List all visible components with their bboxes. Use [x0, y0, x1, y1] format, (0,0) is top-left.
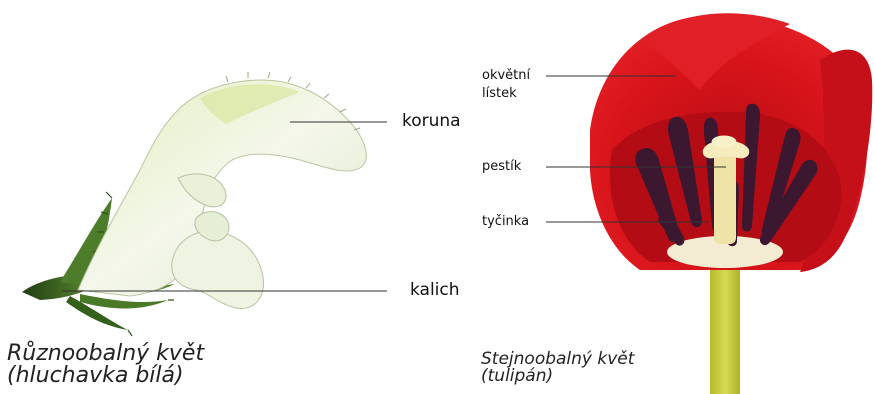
- caption-right-line2: (tulipán): [481, 368, 634, 385]
- tulip-flower: [590, 13, 872, 394]
- dead-nettle-flower: [22, 72, 366, 336]
- caption-right: Stejnoobalný květ (tulipán): [481, 351, 634, 385]
- label-tepal: okvětní lístek: [482, 67, 530, 103]
- caption-left: Různoobalný květ (hluchavka bílá): [7, 343, 204, 387]
- label-pistil: pestík: [482, 158, 521, 176]
- tulip-stem: [710, 262, 740, 394]
- label-calyx: kalich: [410, 280, 460, 300]
- corolla-drawing: [78, 72, 366, 309]
- label-tepal-line2: lístek: [482, 85, 530, 103]
- label-stamen: tyčinka: [482, 213, 529, 231]
- label-tepal-line1: okvětní: [482, 67, 530, 85]
- caption-left-line2: (hluchavka bílá): [7, 365, 204, 387]
- caption-left-line1: Různoobalný květ: [7, 343, 204, 365]
- label-corolla: koruna: [402, 111, 461, 131]
